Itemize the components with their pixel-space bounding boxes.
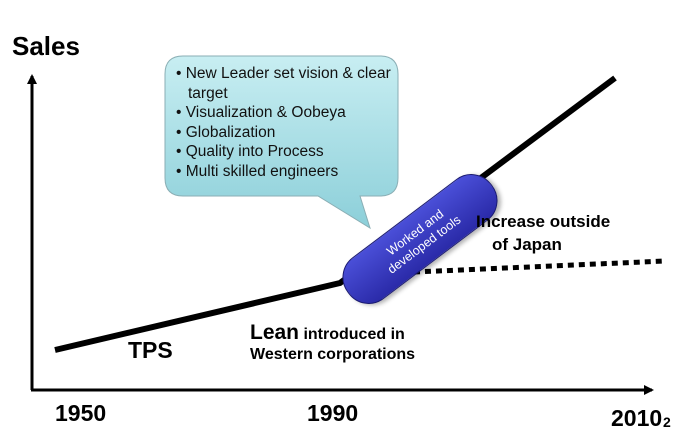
y-axis-label: Sales [12, 31, 80, 61]
increase-label-line1: Increase outside [476, 212, 611, 231]
page-number: 2 [663, 414, 671, 430]
callout-list: • New Leader set vision & clear target •… [176, 64, 398, 181]
callout-item: • Visualization & Oobeya [176, 104, 346, 121]
lean-rest: introduced in [299, 326, 405, 343]
sales-trend-line [54, 75, 617, 353]
increase-label-line2: of Japan [492, 235, 562, 254]
x-tick-1950: 1950 [55, 400, 107, 426]
x-tick-2010: 2010 [611, 405, 663, 431]
callout-bubble [164, 55, 399, 230]
lean-label: Lean introduced in [250, 321, 405, 345]
callout-item: • Quality into Process [176, 143, 324, 160]
callout-item: • New Leader set vision & clear target [176, 65, 391, 102]
tps-label: TPS [128, 337, 173, 363]
callout-item: • Globalization [176, 123, 276, 141]
callout-item: • Multi skilled engineers [176, 162, 339, 180]
outside-japan-dashed-line [391, 258, 666, 276]
lean-word: Lean [250, 321, 300, 344]
lean-label-line2: Western corporations [250, 346, 416, 363]
x-tick-1990: 1990 [307, 400, 359, 426]
